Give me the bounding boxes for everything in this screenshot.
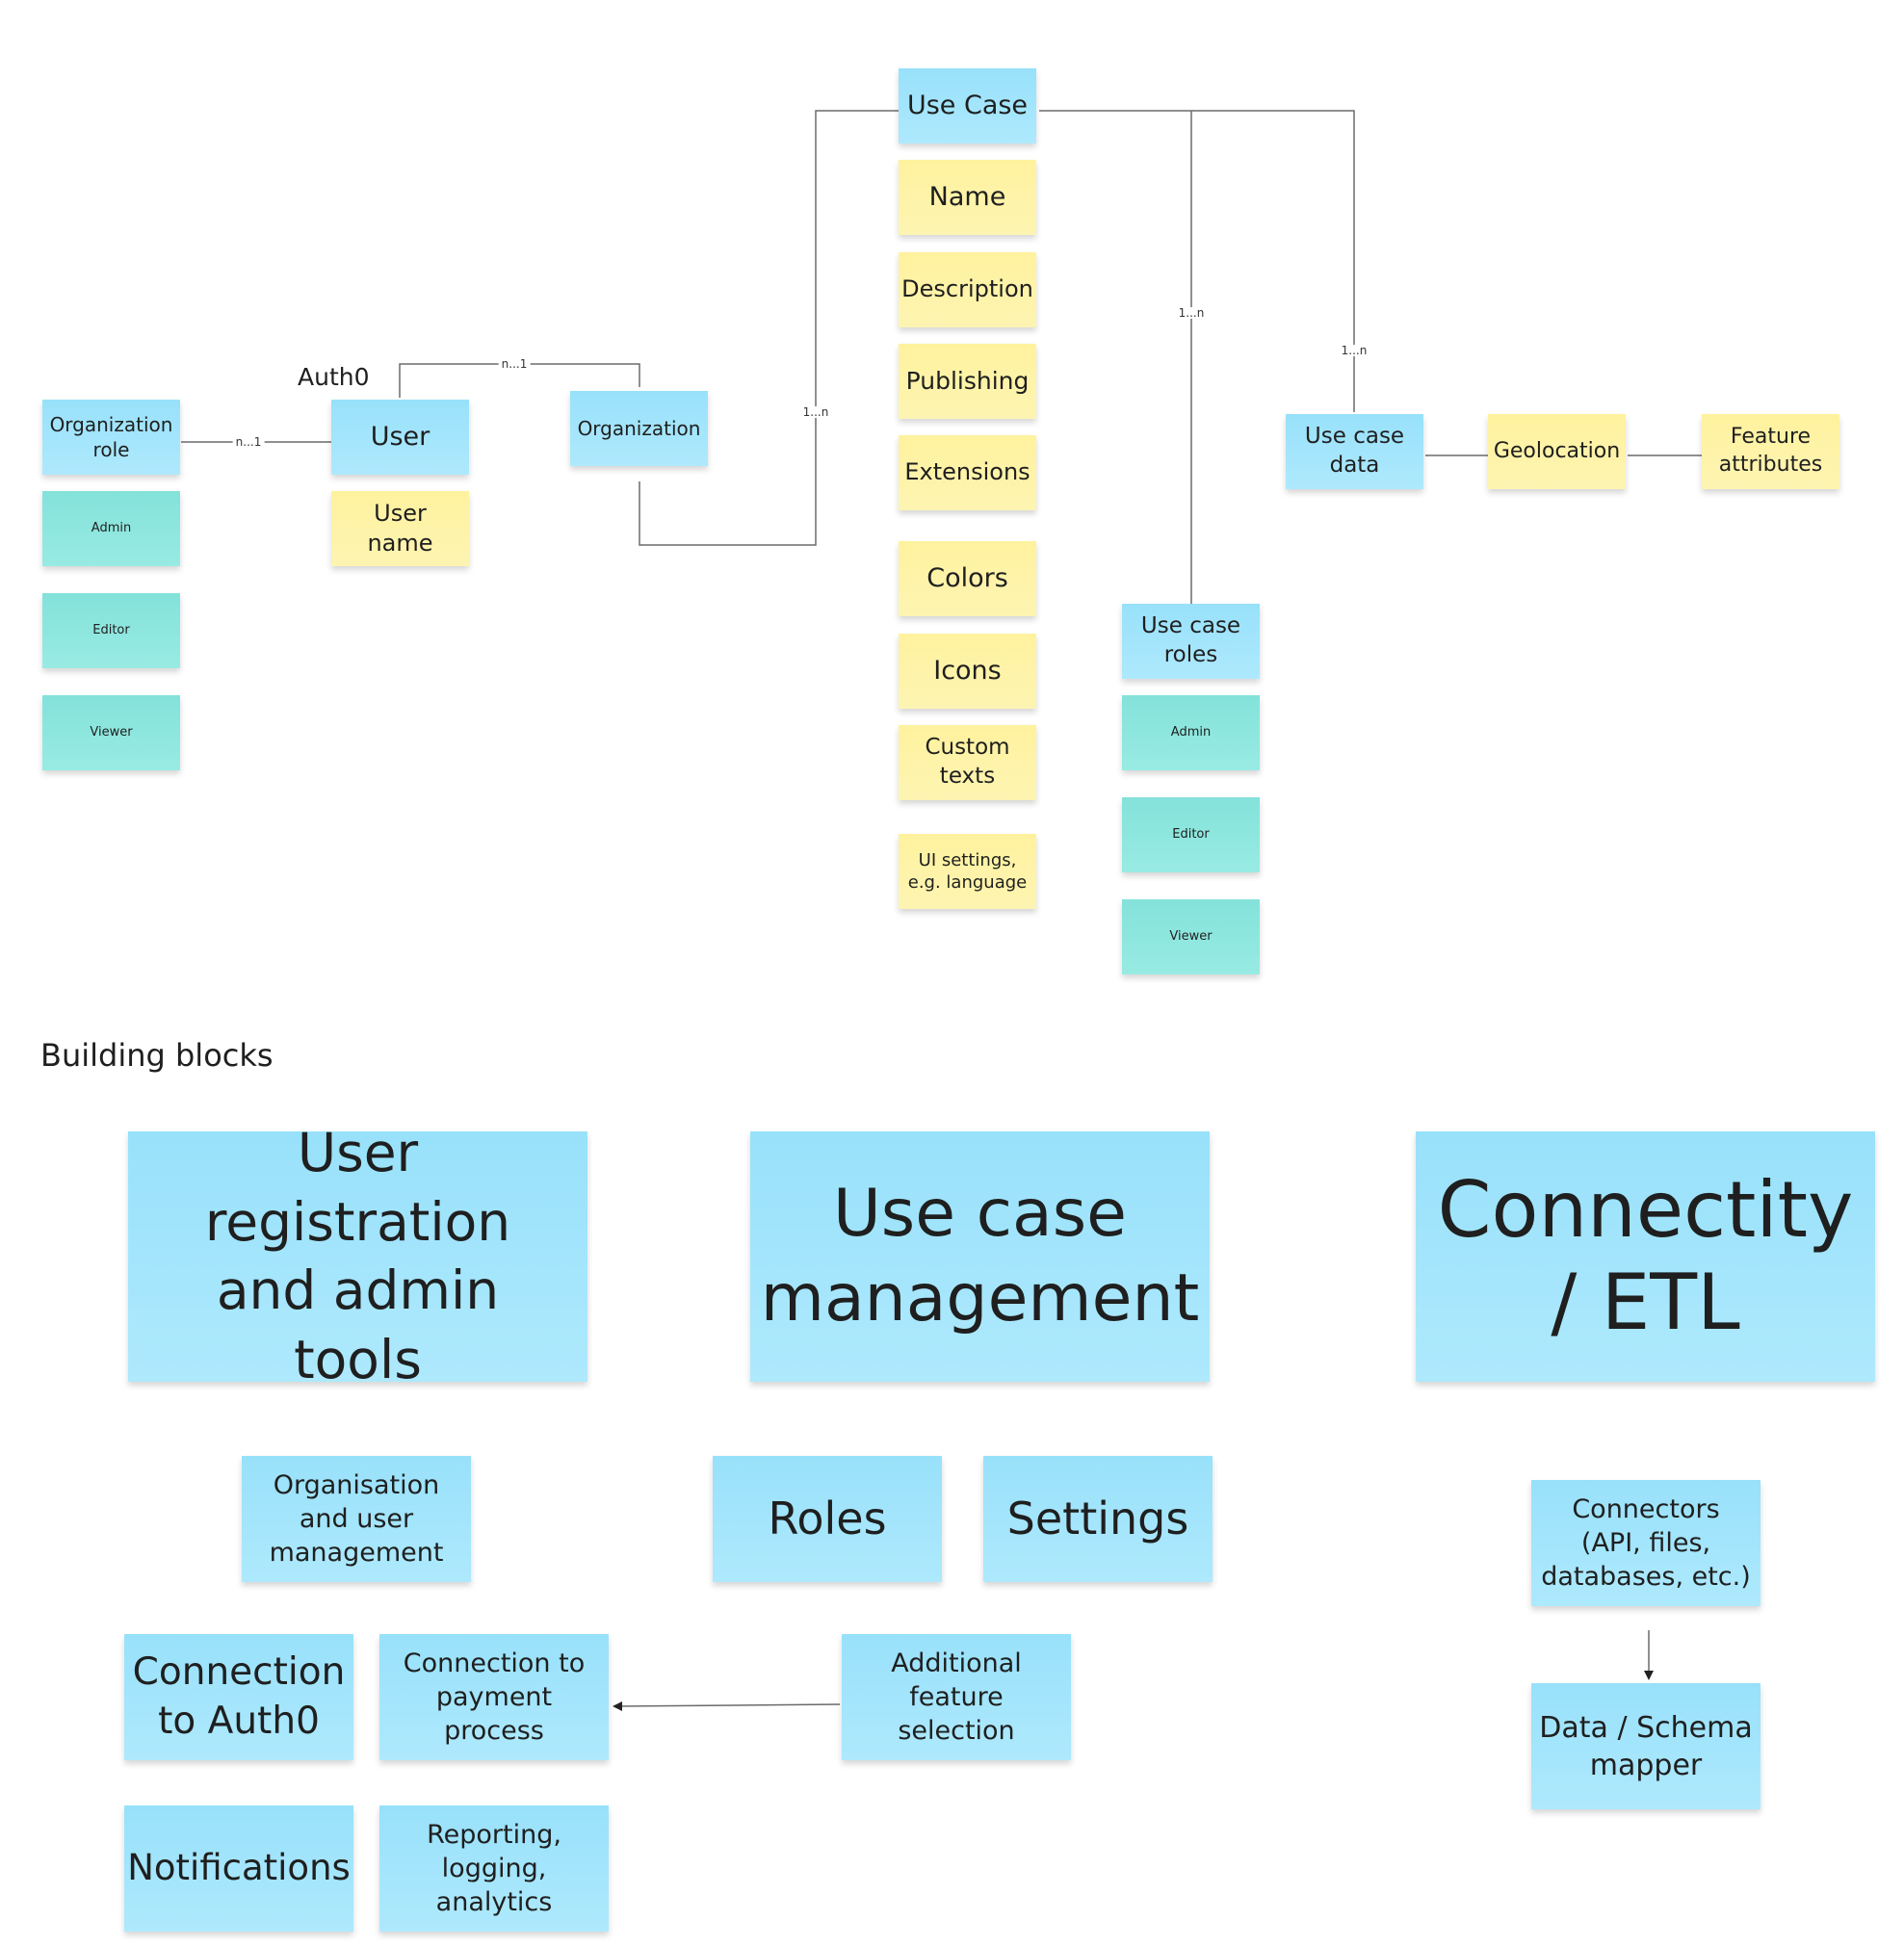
connection-auth0-note[interactable]: Connection to Auth0 — [124, 1634, 353, 1760]
building-blocks-heading: Building blocks — [40, 1037, 274, 1074]
link-organization-usecase — [639, 110, 899, 546]
additional-feature-note[interactable]: Additional feature selection — [842, 1634, 1071, 1760]
user-name-note[interactable]: User name — [331, 491, 469, 566]
cardinality-user-organization: n...1 — [498, 358, 531, 370]
uc-role-admin-note[interactable]: Admin — [1122, 695, 1260, 770]
ui-settings-note[interactable]: UI settings, e.g. language — [899, 834, 1036, 909]
connection-payment-note[interactable]: Connection to payment process — [379, 1634, 609, 1760]
use-case-management-block[interactable]: Use case management — [750, 1131, 1210, 1382]
org-user-management-note[interactable]: Organisation and user management — [242, 1456, 471, 1582]
cardinality-organization-usecase: 1...n — [799, 406, 832, 418]
arrowhead-mapper — [1644, 1671, 1654, 1680]
extensions-note[interactable]: Extensions — [899, 435, 1036, 510]
use-case-note[interactable]: Use Case — [899, 68, 1036, 143]
cardinality-usecase-data: 1...n — [1338, 345, 1370, 356]
notifications-note[interactable]: Notifications — [124, 1805, 353, 1932]
name-note[interactable]: Name — [899, 160, 1036, 235]
uc-role-viewer-note[interactable]: Viewer — [1122, 899, 1260, 974]
link-usecase-trunk — [1039, 110, 1355, 412]
roles-note[interactable]: Roles — [713, 1456, 942, 1582]
settings-note[interactable]: Settings — [983, 1456, 1213, 1582]
description-note[interactable]: Description — [899, 252, 1036, 327]
publishing-note[interactable]: Publishing — [899, 344, 1036, 419]
org-role-viewer-note[interactable]: Viewer — [42, 695, 180, 770]
arrowhead-payment — [613, 1701, 622, 1711]
colors-note[interactable]: Colors — [899, 541, 1036, 616]
use-case-roles-note[interactable]: Use case roles — [1122, 604, 1260, 679]
reporting-note[interactable]: Reporting, logging, analytics — [379, 1805, 609, 1932]
link-feature-payment-arrow — [615, 1703, 841, 1707]
uc-role-editor-note[interactable]: Editor — [1122, 797, 1260, 872]
organization-note[interactable]: Organization — [570, 391, 708, 466]
auth0-heading: Auth0 — [298, 363, 370, 391]
cardinality-usecase-roles: 1...n — [1175, 307, 1208, 319]
cardinality-role-user: n...1 — [232, 436, 265, 448]
user-note[interactable]: User — [331, 400, 469, 475]
org-role-admin-note[interactable]: Admin — [42, 491, 180, 566]
custom-texts-note[interactable]: Custom texts — [899, 725, 1036, 800]
feature-attributes-note[interactable]: Feature attributes — [1702, 414, 1839, 489]
icons-note[interactable]: Icons — [899, 634, 1036, 709]
connectivity-etl-block[interactable]: Connectity / ETL — [1416, 1131, 1875, 1382]
organization-role-note[interactable]: Organization role — [42, 400, 180, 475]
schema-mapper-note[interactable]: Data / Schema mapper — [1531, 1683, 1761, 1809]
org-role-editor-note[interactable]: Editor — [42, 593, 180, 668]
use-case-data-note[interactable]: Use case data — [1286, 414, 1423, 489]
user-registration-block[interactable]: User registration and admin tools — [128, 1122, 587, 1390]
geolocation-note[interactable]: Geolocation — [1488, 414, 1626, 489]
connectors-note[interactable]: Connectors (API, files, databases, etc.) — [1531, 1480, 1761, 1606]
